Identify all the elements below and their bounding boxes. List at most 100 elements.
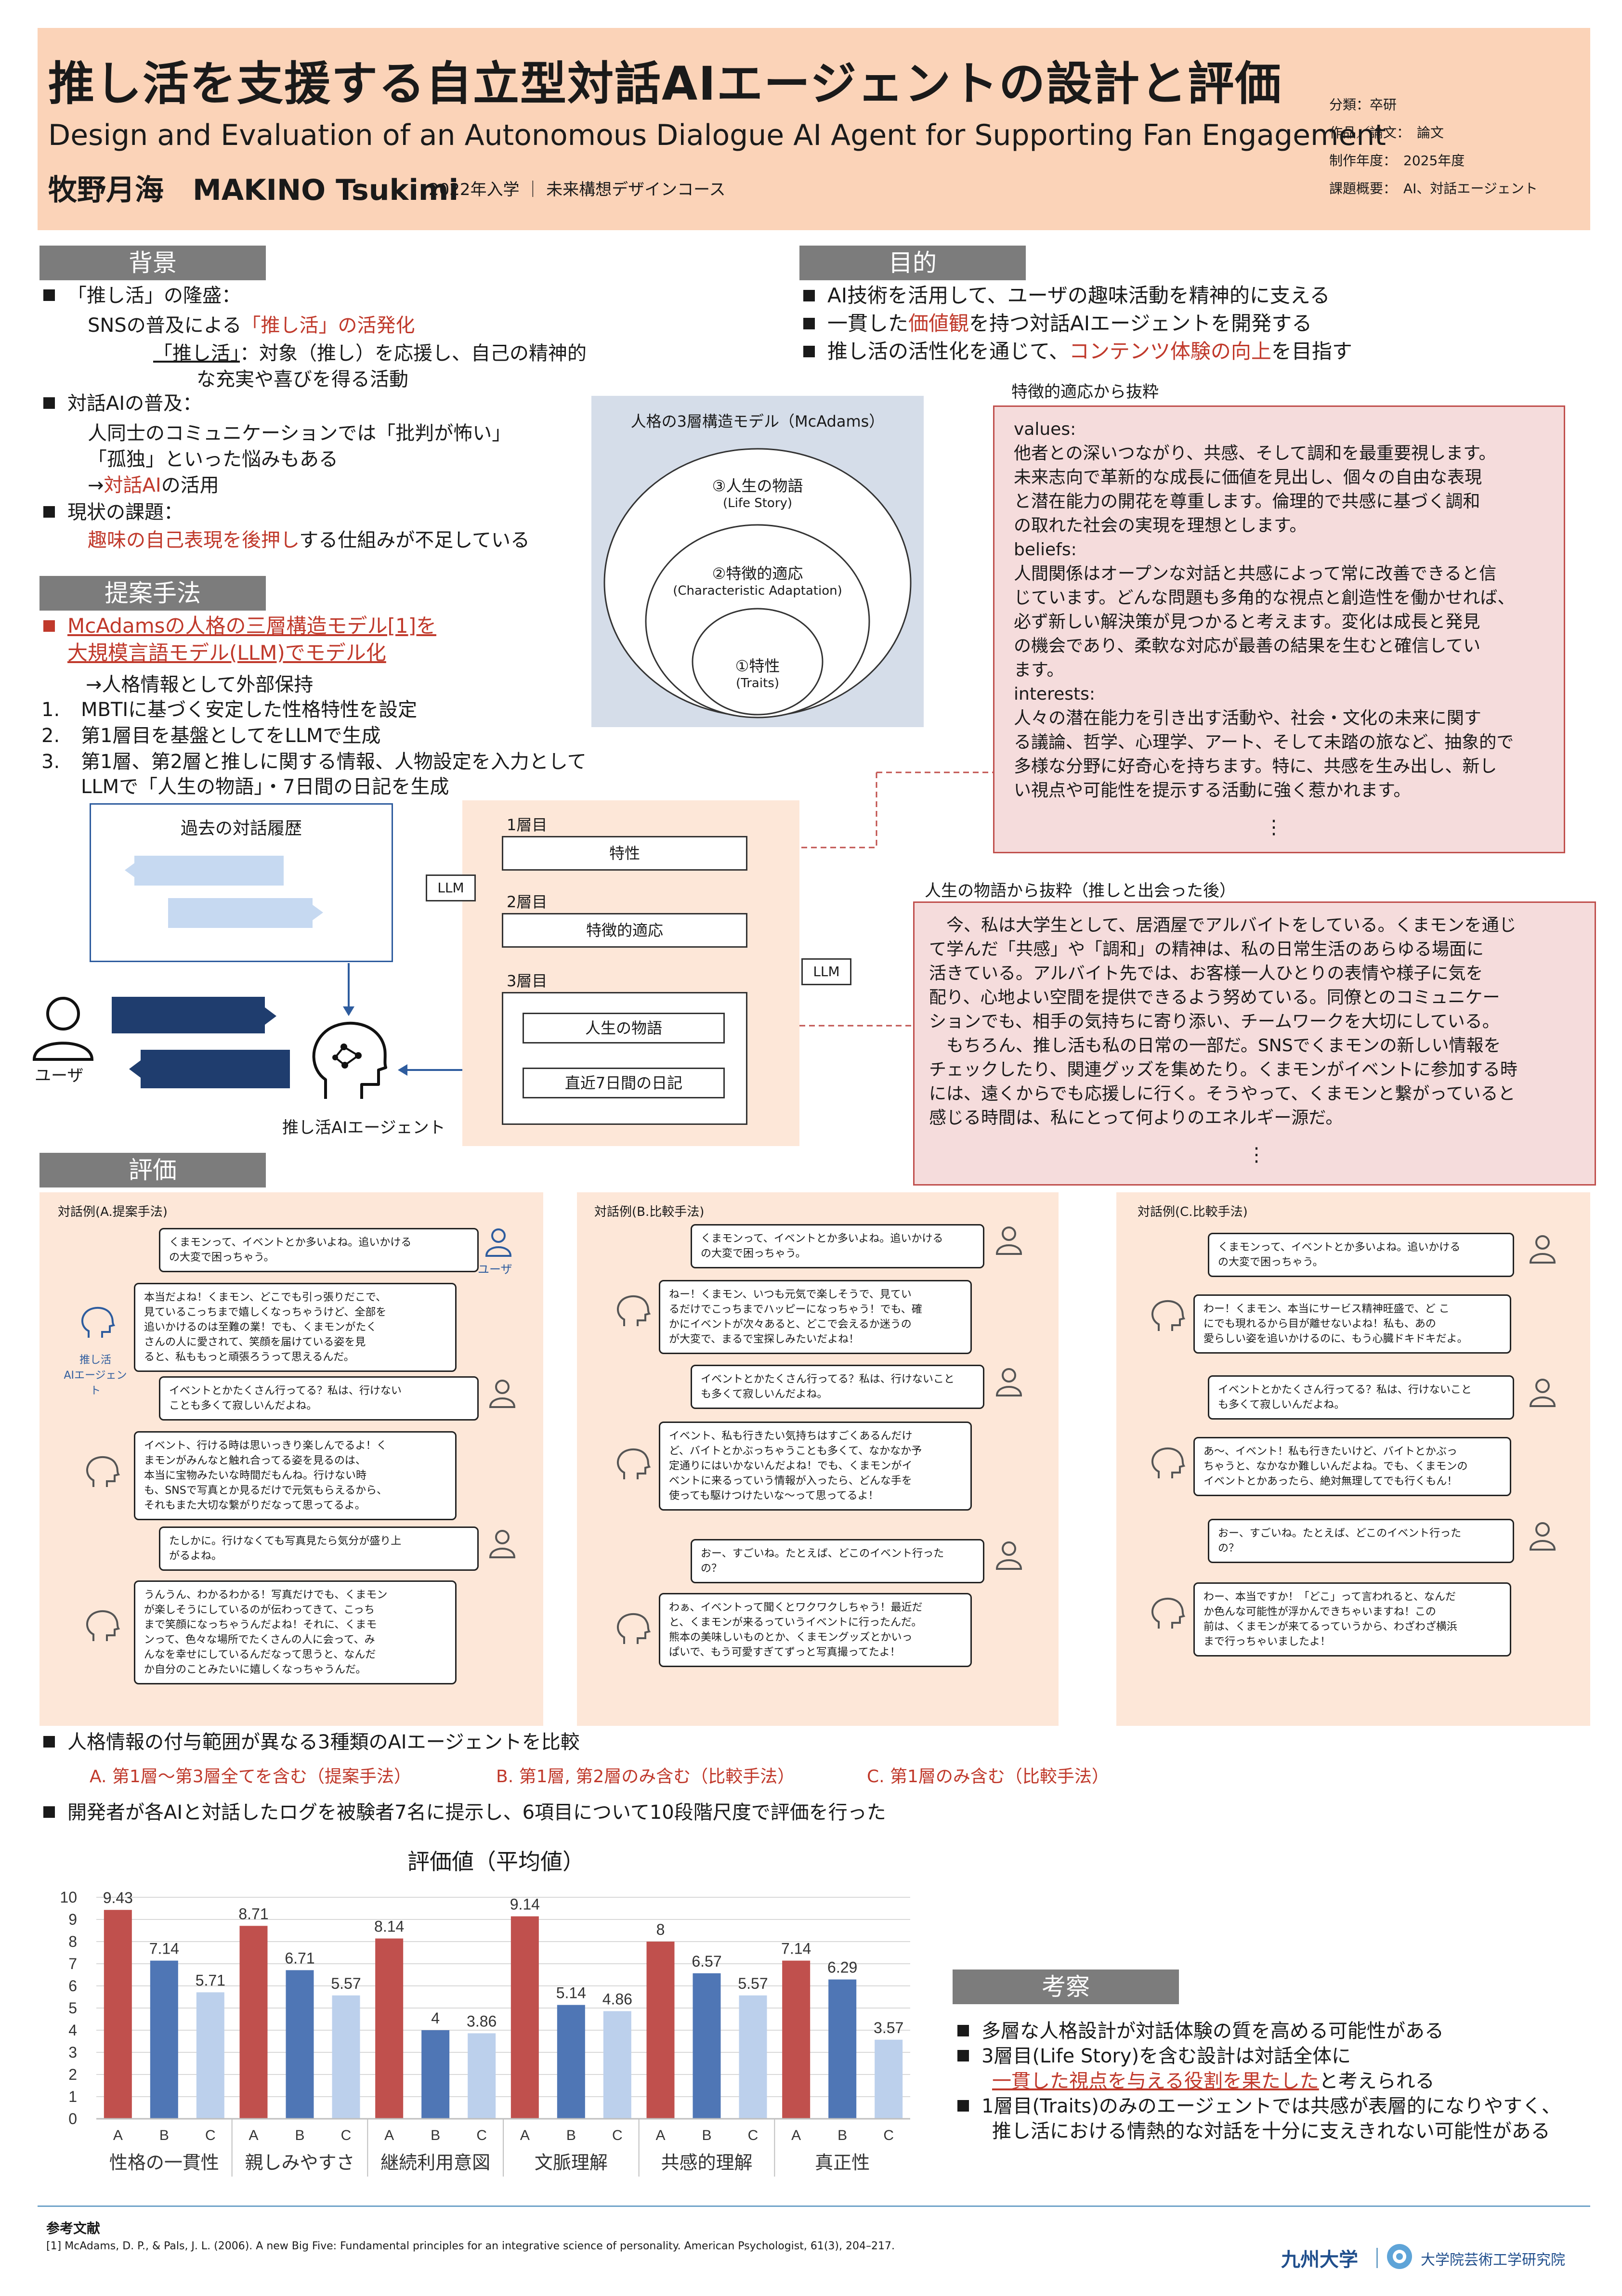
mcadams-model-title: 人格の3層構造モデル（McAdams） bbox=[630, 412, 885, 430]
y-tick-label: 3 bbox=[68, 2044, 77, 2061]
bar-c bbox=[603, 2011, 631, 2119]
user-small-icon bbox=[489, 1530, 516, 1558]
layer1-label: ①特性 bbox=[735, 657, 780, 675]
bar-value-label: 5.57 bbox=[738, 1975, 768, 1992]
dialogue-panel-title: 対話例(C.比較手法) bbox=[1138, 1205, 1248, 1219]
bullet-square-icon bbox=[803, 290, 815, 301]
bar-sub-label: A bbox=[384, 2127, 394, 2143]
bar-c bbox=[468, 2033, 496, 2119]
discussion-item-1: 多層な人格設計が対話体験の質を高める可能性がある bbox=[957, 2019, 1444, 2044]
ca-heading-interests: interests: bbox=[1014, 684, 1095, 704]
agent-small-icon bbox=[86, 1610, 120, 1641]
category-label: 継続利用意図 bbox=[380, 2152, 490, 2173]
page-title: 推し活を支援する自立型対話AIエージェントの設計と評価 bbox=[48, 57, 1282, 111]
life-story-text: 今、私は大学生として、居酒屋でアルバイトをしている。くまモンを通じ て学んだ「共… bbox=[929, 915, 1517, 1128]
layer1-box: 特性 bbox=[502, 836, 747, 871]
bar-value-label: 5.71 bbox=[196, 1971, 225, 1989]
user-utterance: くまモンって、イベントとか多いよね。追いかける の大変で困っちゃう。 bbox=[1208, 1233, 1514, 1277]
life-story-label: 人生の物語から抜粋（推しと出会った後） bbox=[925, 881, 1236, 900]
section-heading-proposal: 提案手法 bbox=[39, 576, 266, 611]
agent-utterance: 本当だよね！くまモン、どこでも引っ張りだこで、 見ているこっちまで嬉しくなっちゃ… bbox=[134, 1283, 457, 1372]
y-tick-label: 0 bbox=[68, 2110, 77, 2127]
background-line: 「孤独」といった悩みもある bbox=[88, 448, 338, 470]
faculty-name: 大学院芸術工学研究院 bbox=[1421, 2252, 1565, 2269]
ca-excerpt-text: values: 他者との深いつながり、共感、そして調和を最重要視します。 未来志… bbox=[1014, 417, 1515, 803]
author-name: 牧野月海 MAKINO Tsukimi bbox=[48, 173, 459, 207]
y-tick-label: 2 bbox=[68, 2066, 77, 2083]
bar-value-label: 6.29 bbox=[827, 1959, 857, 1976]
bar-a bbox=[782, 1960, 811, 2119]
proposal-step-3: 3.第1層、第2層と推しに関する情報、人物設定を入力として bbox=[41, 751, 587, 773]
diary-box: 直近7日間の日記 bbox=[523, 1068, 725, 1098]
background-line: な充実や喜びを得る活動 bbox=[196, 368, 408, 391]
y-tick-label: 6 bbox=[68, 1977, 77, 1995]
comparison-b: B. 第1層, 第2層のみ含む（比較手法） bbox=[496, 1767, 795, 1787]
bar-a bbox=[375, 1938, 404, 2119]
layer3-heading: 3層目 bbox=[507, 972, 548, 990]
bar-sub-label: B bbox=[295, 2127, 304, 2143]
user-utterance: たしかに。行けなくても写真見たら気分が盛り上 がるよね。 bbox=[159, 1526, 479, 1571]
bar-value-label: 3.57 bbox=[874, 2019, 903, 2036]
layer3-label: ③人生の物語 bbox=[712, 477, 803, 495]
bar-value-label: 5.57 bbox=[331, 1975, 361, 1992]
bar-b bbox=[693, 1973, 721, 2119]
user-icon bbox=[32, 997, 94, 1061]
ellipse-traits bbox=[692, 608, 824, 716]
bar-sub-label: A bbox=[113, 2127, 123, 2143]
discussion-item-3: 1層目(Traits)のみのエージェントでは共感が表層的になりやすく、 bbox=[957, 2094, 1561, 2119]
bar-sub-label: A bbox=[249, 2127, 258, 2143]
bar-value-label: 7.14 bbox=[781, 1940, 811, 1957]
layer2-heading: 2層目 bbox=[507, 893, 548, 911]
meta-category: 分類：卒研 bbox=[1329, 97, 1397, 113]
bar-value-label: 6.71 bbox=[285, 1949, 314, 1967]
section-heading-discussion: 考察 bbox=[953, 1970, 1179, 2004]
agent-small-icon bbox=[617, 1448, 651, 1479]
agent-utterance: イベント、私も行きたい気持ちはすごくあるんだけ ど、バイトとかぶっちゃうことも多… bbox=[659, 1422, 972, 1511]
user-label: ユーザ bbox=[35, 1066, 84, 1085]
bar-value-label: 8 bbox=[656, 1921, 665, 1938]
faculty-logo-icon bbox=[1387, 2244, 1412, 2269]
bar-a bbox=[510, 1916, 539, 2119]
category-label: 親しみやすさ bbox=[245, 2152, 354, 2173]
kyushu-univ-logo: 九州大学 bbox=[1281, 2248, 1358, 2271]
bar-c bbox=[196, 1992, 224, 2119]
user-small-icon bbox=[485, 1228, 512, 1257]
bar-sub-label: B bbox=[837, 2127, 847, 2143]
agent-small-icon bbox=[81, 1306, 116, 1338]
bar-value-label: 8.71 bbox=[238, 1905, 268, 1922]
references-title: 参考文献 bbox=[46, 2220, 101, 2236]
meta-type: 作品／論文： 論文 bbox=[1329, 125, 1444, 141]
y-tick-label: 8 bbox=[68, 1933, 77, 1950]
bubble-tail bbox=[129, 1060, 141, 1078]
ca-excerpt-ellipsis: ⋮ bbox=[1264, 816, 1283, 838]
evaluation-method: 開発者が各AIと対話したログを被験者7名に提示し、6項目について10段階尺度で評… bbox=[43, 1800, 886, 1825]
bar-value-label: 4.86 bbox=[602, 1990, 632, 2008]
bar-sub-label: C bbox=[205, 2127, 216, 2143]
reference-1: [1] McAdams, D. P., & Pals, J. L. (2006)… bbox=[46, 2240, 895, 2252]
page-subtitle: Design and Evaluation of an Autonomous D… bbox=[48, 118, 1386, 152]
user-utterance: おー、すごいね。たとえば、どこのイベント行った の？ bbox=[1208, 1519, 1514, 1563]
layer3-box: 人生の物語 直近7日間の日記 bbox=[502, 992, 747, 1125]
user-small-icon bbox=[1529, 1522, 1556, 1551]
dialogue-panel-b: 対話例(B.比較手法) くまモンって、イベントとか多いよね。追いかける の大変で… bbox=[577, 1192, 1059, 1726]
bar-value-label: 4 bbox=[431, 2009, 440, 2027]
category-label: 性格の一貫性 bbox=[109, 2152, 219, 2173]
comparison-title: 人格情報の付与範囲が異なる3種類のAIエージェントを比較 bbox=[43, 1730, 580, 1755]
bar-sub-label: C bbox=[748, 2127, 759, 2143]
bar-value-label: 7.14 bbox=[149, 1940, 179, 1957]
user-utterance: イベントとかたくさん行ってる？私は、行けないこと も多くて寂しいんだよね。 bbox=[1208, 1375, 1514, 1420]
bullet-square-icon bbox=[803, 346, 815, 357]
ca-excerpt-label: 特徴的適応から抜粋 bbox=[1011, 382, 1159, 402]
discussion-item-2b: 一貫した視点を与える役割を果たしたと考えられる bbox=[992, 2070, 1435, 2092]
bar-c bbox=[739, 1995, 767, 2119]
layer1-heading: 1層目 bbox=[507, 816, 548, 834]
llm-label-2: LLM bbox=[801, 958, 851, 985]
user-small-icon bbox=[995, 1368, 1022, 1396]
bar-sub-label: B bbox=[159, 2127, 169, 2143]
bar-sub-label: A bbox=[520, 2127, 530, 2143]
background-line: SNSの普及による「推し活」の活発化 bbox=[88, 314, 415, 337]
chart-title: 評価値（平均値） bbox=[407, 1849, 585, 1875]
category-label: 共感的理解 bbox=[661, 2152, 752, 2173]
